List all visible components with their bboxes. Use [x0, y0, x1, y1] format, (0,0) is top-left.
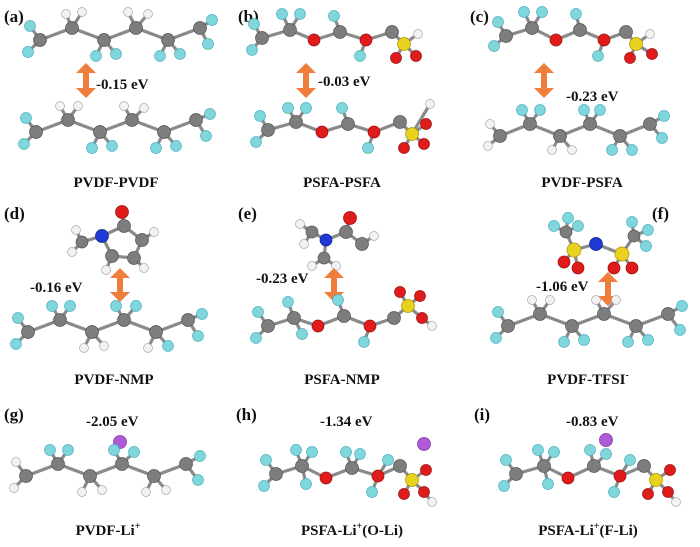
panel-h: (h) -1.34 eV PSFA-Li+(O-Li) [236, 405, 437, 539]
molecule-pvdf-d [10, 300, 208, 353]
panel-caption-h: PSFA-Li+(O-Li) [301, 521, 403, 539]
molecule-psfa-top [246, 8, 423, 64]
binding-arrow-c [534, 63, 554, 98]
panel-e: (e) -0.23 eV [238, 204, 437, 388]
panel-c: (c) -0.23 eV [470, 6, 670, 191]
panel-caption-f: PVDF-TFSI- [547, 370, 629, 388]
binding-arrow-b [296, 63, 316, 98]
panel-caption-a: PVDF-PVDF [74, 175, 159, 191]
molecule-psfa-e [250, 286, 437, 348]
panel-caption-g: PVDF-Li+ [76, 521, 141, 539]
panel-caption-i: PSFA-Li+(F-Li) [538, 521, 638, 539]
molecule-psfa-bottom [250, 99, 435, 154]
molecule-psfa-h [258, 444, 437, 507]
panel-caption-d: PVDF-NMP [74, 372, 153, 388]
molecule-nmp-d [67, 205, 159, 275]
binding-energy-h: -1.34 eV [320, 414, 373, 430]
panel-b: (b) -0.03 eV [238, 7, 435, 191]
li-ion-h [417, 437, 431, 451]
panel-letter-e: (e) [238, 204, 257, 223]
panel-caption-c: PVDF-PSFA [541, 175, 623, 191]
molecule-pvdf-g [9, 444, 206, 497]
binding-energy-i: -0.83 eV [566, 414, 619, 430]
molecule-pvdf-top [22, 7, 218, 62]
binding-arrow-a [76, 63, 96, 98]
molecule-tfsi-f [548, 212, 654, 275]
panel-letter-a: (a) [4, 7, 24, 26]
panel-letter-i: (i) [474, 405, 490, 424]
panel-a: (a) -0.15 eV [4, 7, 218, 191]
panel-caption-e: PSFA-NMP [304, 372, 380, 388]
panel-i: (i) -0.83 eV PSFA-Li+(F-Li) [474, 405, 681, 539]
binding-energy-a: -0.15 eV [96, 77, 149, 93]
binding-energy-c: -0.23 eV [566, 89, 619, 105]
binding-arrow-e [324, 268, 344, 302]
panel-letter-g: (g) [4, 405, 24, 424]
li-ion-i [599, 433, 613, 447]
binding-energy-f: -1.06 eV [536, 279, 589, 295]
molecule-pvdf-bottom-c [483, 104, 670, 156]
panel-letter-c: (c) [470, 7, 489, 26]
panel-letter-d: (d) [4, 204, 25, 223]
panel-d: (d) -0.16 eV [4, 204, 208, 388]
molecule-psfa-top-c [488, 6, 658, 64]
molecule-pvdf-bottom [18, 101, 216, 154]
molecule-nmp-e [295, 211, 379, 271]
molecule-pvdf-f [490, 295, 688, 348]
panel-caption-b: PSFA-PSFA [303, 175, 381, 191]
binding-arrow-d [110, 268, 130, 302]
panel-g: (g) -2.05 eV PVDF-Li+ [4, 405, 206, 539]
panel-letter-f: (f) [652, 204, 669, 223]
panel-f: (f) -1.06 eV [490, 204, 688, 388]
binding-energy-e: -0.23 eV [256, 271, 309, 287]
binding-energy-d: -0.16 eV [30, 280, 83, 296]
molecule-psfa-i [498, 444, 681, 507]
panel-letter-h: (h) [236, 405, 257, 424]
binding-energy-g: -2.05 eV [86, 414, 139, 430]
binding-energy-b: -0.03 eV [318, 74, 371, 90]
